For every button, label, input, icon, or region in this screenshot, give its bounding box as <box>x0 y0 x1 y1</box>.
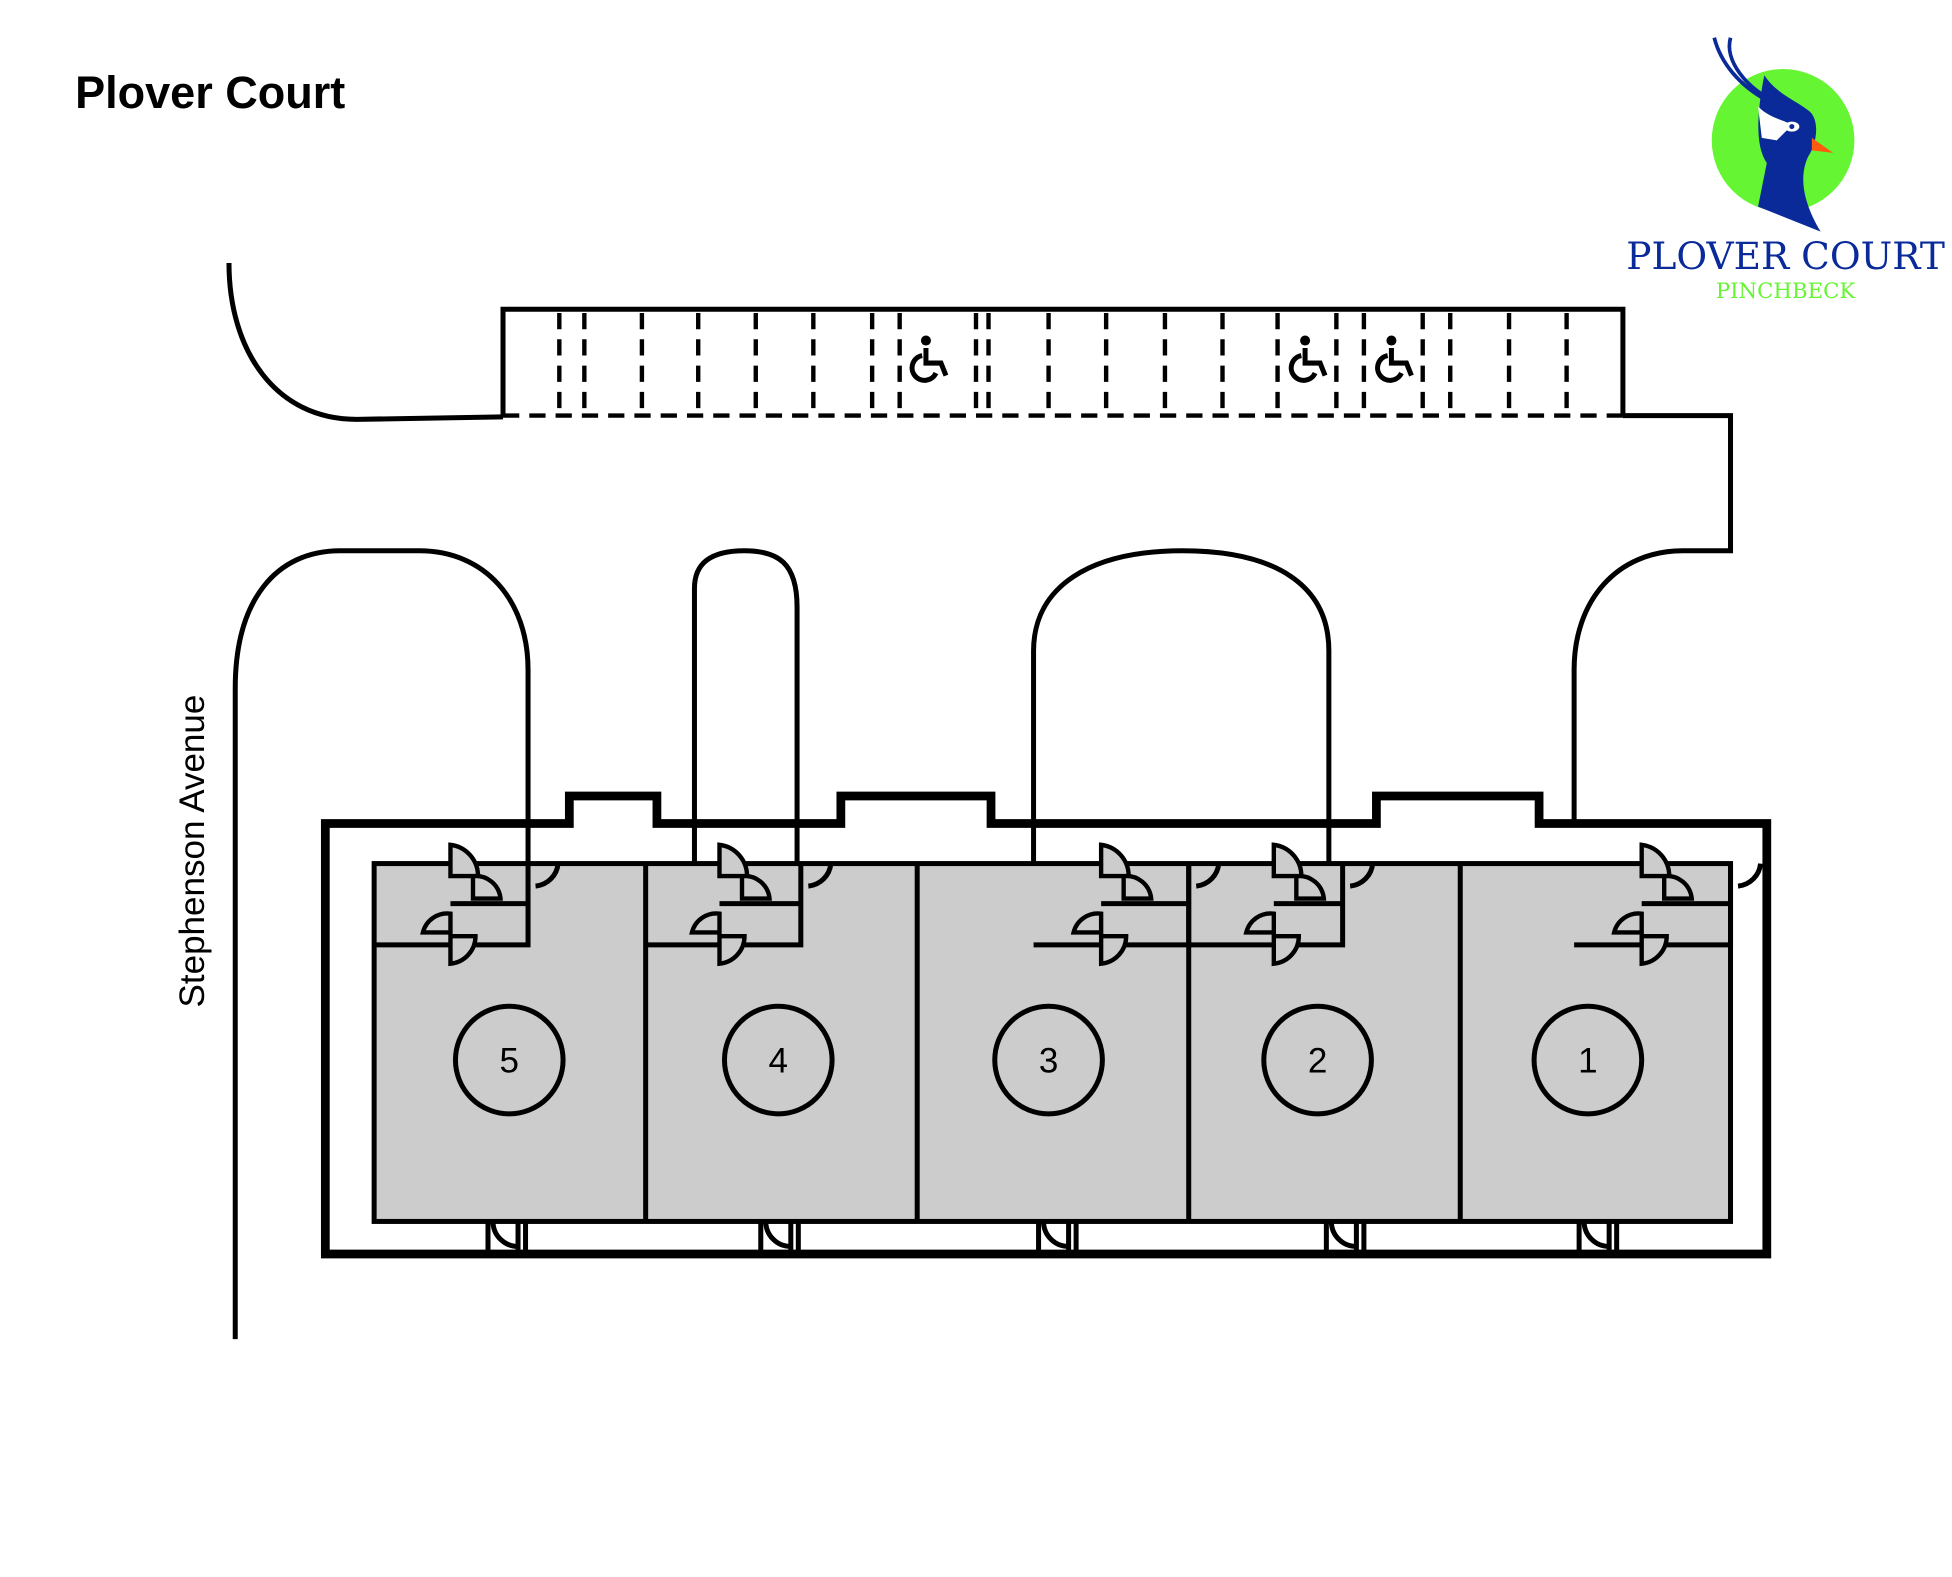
door-swing-icon[interactable] <box>807 863 834 889</box>
unit-3[interactable]: 3 <box>992 1003 1105 1252</box>
unit-number-circle <box>1261 1003 1374 1117</box>
unit-1[interactable]: 1 <box>1531 1003 1645 1252</box>
rear-door-icon[interactable] <box>1576 1221 1620 1252</box>
rear-door-icon[interactable] <box>758 1221 801 1252</box>
road-west <box>232 548 531 1340</box>
unit-number-circle <box>721 1003 835 1117</box>
rear-door-icon[interactable] <box>1036 1221 1079 1252</box>
door-swing-icon[interactable] <box>1195 863 1222 889</box>
unit-number: 4 <box>769 1042 788 1081</box>
unit-4[interactable]: 4 <box>721 1003 835 1252</box>
entrance-lobby <box>1188 863 1346 948</box>
entrance-lobby <box>374 863 531 948</box>
unit-2[interactable]: 2 <box>1261 1003 1374 1252</box>
unit-number-circle <box>1531 1003 1645 1117</box>
logo-name: PLOVER COURT <box>1626 234 1945 278</box>
unit-number-circle <box>452 1003 566 1117</box>
street-name: Stephenson Avenue <box>173 695 212 1008</box>
door-swing-icon[interactable] <box>1611 842 1695 967</box>
door-swing-icon[interactable] <box>1243 842 1327 967</box>
unit-number: 5 <box>500 1042 519 1081</box>
entrance-lobby <box>1574 863 1734 948</box>
unit-number: 3 <box>1039 1042 1058 1081</box>
road-north-west <box>226 262 504 422</box>
unit-number: 2 <box>1308 1042 1327 1081</box>
door-swing-icon[interactable] <box>420 842 503 967</box>
car-park <box>500 306 1626 418</box>
entrance-lobby <box>1033 863 1192 948</box>
rear-door-icon[interactable] <box>1323 1221 1367 1252</box>
door-swing-icon[interactable] <box>689 842 772 967</box>
wheelchair-icon <box>1288 335 1328 383</box>
door-swing-icon[interactable] <box>535 863 561 889</box>
plover-court-logo: PLOVER COURT PINCHBECK <box>1626 37 1945 304</box>
door-swing-icon[interactable] <box>1349 863 1376 889</box>
page-title: Plover Court <box>75 67 345 118</box>
logo-subtitle: PINCHBECK <box>1716 279 1857 304</box>
rear-door-icon[interactable] <box>485 1221 529 1252</box>
door-swing-icon[interactable] <box>1737 863 1764 889</box>
units-block <box>371 861 1734 1224</box>
wheelchair-icon <box>909 335 949 383</box>
path-unit-3 <box>1031 548 1332 945</box>
unit-number-circle <box>992 1003 1105 1117</box>
door-swing-icon[interactable] <box>1070 842 1154 967</box>
unit-number: 1 <box>1578 1042 1597 1081</box>
building-outline <box>320 791 1772 1259</box>
path-unit-4 <box>691 548 800 945</box>
road-east <box>1571 413 1734 824</box>
unit-5[interactable]: 5 <box>452 1003 566 1252</box>
wheelchair-icon <box>1375 335 1414 383</box>
entrance-lobby <box>645 863 804 948</box>
